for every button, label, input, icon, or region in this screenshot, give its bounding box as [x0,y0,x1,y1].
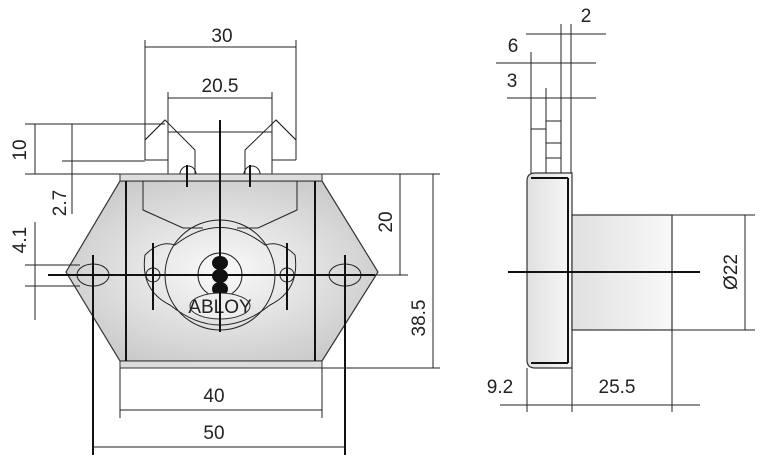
bottom-strip [119,360,323,369]
dimension-lines [25,40,440,448]
dim-3: 3 [507,71,518,92]
dim-2-7: 2.7 [50,190,71,216]
keyway-icon [212,256,228,296]
dim-20: 20 [376,211,397,232]
front-view: ABLOY 30 20.5 10 2.7 4.1 20 38.5 40 50 [10,26,440,455]
center-lines [48,120,375,455]
dim-9-2: 9.2 [487,377,513,398]
dim-30: 30 [211,26,232,47]
dim-4-1: 4.1 [10,227,31,253]
dim-25-5: 25.5 [599,377,636,398]
dim-40: 40 [203,386,224,407]
dim-20-5: 20.5 [202,76,239,97]
dim-2: 2 [581,6,592,27]
dim-diameter-22: Ø22 [721,254,742,290]
bolt-guides [142,181,298,229]
dim-38-5: 38.5 [409,300,430,337]
dim-50: 50 [203,423,224,444]
side-dimension-lines [496,24,755,412]
dim-10: 10 [10,139,31,160]
side-view: 2 6 3 Ø22 9.2 25.5 [487,6,755,412]
dim-6: 6 [508,36,519,57]
cylinder-flange [143,227,297,326]
flange-side [526,172,573,369]
